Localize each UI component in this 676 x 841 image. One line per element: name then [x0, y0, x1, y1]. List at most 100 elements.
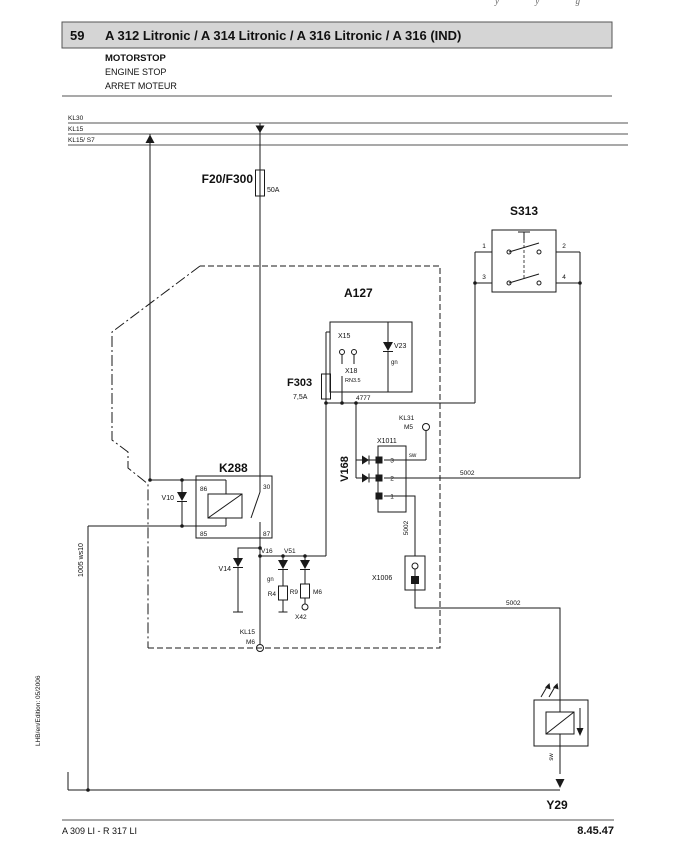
v14-top-lead	[237, 547, 260, 558]
ground-kl31-m5: KL31 M5	[399, 415, 430, 460]
connector-x42-label: X42	[295, 614, 307, 621]
fuse-f20-f300: F20/F300 50A	[202, 123, 280, 476]
connector-x18-label: X18	[345, 368, 358, 375]
subtitle-fr: ARRET MOTEUR	[105, 81, 177, 91]
s313-pin2-label: 2	[562, 243, 566, 250]
pin-icon	[351, 349, 357, 355]
ground-rail	[67, 772, 560, 791]
resistor-r4-label: R4	[268, 591, 277, 598]
diode-v14: V14	[219, 547, 260, 613]
model-range-label: A 309 LI - R 317 LI	[62, 826, 137, 836]
pin-icon	[339, 349, 345, 355]
pin-icon	[411, 562, 419, 570]
relay-coil-diagonal	[207, 493, 243, 519]
s313-pin4-label: 4	[562, 274, 566, 281]
valve-arrow-icon	[576, 728, 584, 736]
control-unit-a127-label: A127	[344, 286, 373, 300]
m6-ground-label: M6	[313, 589, 322, 596]
wire-4777: 4777	[326, 251, 492, 404]
relay-k288-box	[195, 475, 273, 539]
diode-icon	[383, 342, 393, 351]
m6-stud-label: M6	[246, 639, 255, 646]
diode-v168-label: V168	[339, 456, 351, 482]
x1011-pin3-label: 3	[390, 458, 394, 465]
diode-v16-label: V16	[261, 548, 273, 555]
diode-v10: V10	[162, 480, 187, 526]
terminal-86-label: 86	[200, 486, 208, 493]
kl15-rail-label: KL15	[68, 126, 84, 133]
wire-4777-label: 4777	[356, 395, 371, 402]
page-edge-fragment: y y g	[494, 0, 580, 6]
solenoid-y29-label: Y29	[546, 798, 568, 812]
subtitle-de: MOTORSTOP	[105, 53, 167, 64]
pin-icon	[375, 474, 383, 482]
solenoid-y29: sw Y29	[533, 683, 589, 812]
relay-k288-label: K288	[219, 461, 248, 475]
diagram-title: A 312 Litronic / A 314 Litronic / A 316 …	[105, 28, 461, 43]
fuse-f303-rating: 7,5A	[293, 394, 308, 401]
pin1-drop-wire	[384, 495, 416, 556]
wire-color-gn-label: gn	[391, 360, 398, 366]
suppression-cluster: V16 V51 gn R4 R9 M6 X42	[260, 548, 326, 621]
fuse-f303: F303 7,5A	[287, 331, 331, 556]
wire-1005-label: 1005 ws10	[78, 543, 85, 577]
wire-5002-label: 5002	[460, 470, 475, 477]
diagram-code: 8.45.47	[577, 825, 614, 837]
connector-x1006-label: X1006	[372, 575, 392, 582]
diode-v51-label: V51	[284, 548, 296, 555]
switch-s313-box	[491, 229, 557, 293]
down-arrow-icon	[255, 125, 265, 133]
kl15s7-rail-label: KL15/ S7	[68, 137, 95, 144]
supply-rails: KL30 KL15 KL15/ S7	[68, 115, 628, 146]
footer: A 309 LI - R 317 LI 8.45.47	[62, 819, 614, 837]
terminal-stud-icon	[256, 644, 264, 652]
s313-pin3-label: 3	[482, 274, 486, 281]
title-bar: 59 A 312 Litronic / A 314 Litronic / A 3…	[61, 21, 613, 97]
fuse-f20-body	[255, 169, 265, 197]
kl31-label: KL31	[399, 415, 415, 422]
sw-wire-label: sw	[549, 753, 555, 761]
wire-color-gn-label: gn	[267, 577, 274, 583]
diode-v14-label: V14	[219, 566, 232, 573]
kl30-rail-label: KL30	[68, 115, 84, 122]
diode-v10-label: V10	[162, 495, 175, 502]
contact-icon	[506, 280, 512, 286]
control-unit-a127-boundary	[148, 265, 441, 649]
x42-pin-icon	[301, 603, 309, 611]
s313-pin1-label: 1	[482, 243, 486, 250]
pin-icon	[375, 456, 383, 464]
contact-icon	[506, 249, 512, 255]
connector-x15-label: X15	[338, 333, 351, 340]
switch-s313-label: S313	[510, 204, 538, 218]
diode-icon	[362, 455, 369, 465]
arrow-icon	[553, 683, 559, 690]
resistor-r4-body	[278, 585, 288, 601]
switch-arm	[508, 273, 540, 284]
sw-wire-label: sw	[409, 453, 417, 459]
fuse-f20-rating: 50A	[267, 187, 280, 194]
title-bar-box	[61, 21, 613, 49]
solenoid-coil-diagonal	[545, 711, 575, 735]
connector-x1006: X1006 5002	[372, 555, 561, 700]
contact-icon	[536, 280, 542, 286]
page-number: 59	[70, 28, 84, 43]
wire-5002-vertical-label: 5002	[403, 520, 410, 535]
connector-block-x15: X15 X18 RN3.5 V23 gn	[329, 321, 413, 403]
fuse-f303-label: F303	[287, 377, 312, 389]
diode-icon	[233, 558, 243, 567]
machine-boundary-line	[111, 265, 201, 648]
connector-x1011: X1011 3 2 1 sw 5002 5002	[375, 438, 580, 556]
pin-icon	[411, 576, 419, 584]
connector-x1011-label: X1011	[377, 438, 397, 445]
x15-block-box	[329, 321, 413, 393]
up-arrow-icon	[145, 134, 155, 143]
ground-stud-icon	[422, 423, 430, 431]
diode-v23-label: V23	[394, 343, 407, 350]
relay-k288: K288 86 30 85 87	[195, 461, 273, 539]
resistor-r9-label: R9	[290, 589, 299, 596]
arrow-icon	[545, 683, 551, 690]
relay-coil	[207, 493, 243, 519]
edition-side-text: LHB/en/Edition: 05/2006	[35, 675, 42, 746]
